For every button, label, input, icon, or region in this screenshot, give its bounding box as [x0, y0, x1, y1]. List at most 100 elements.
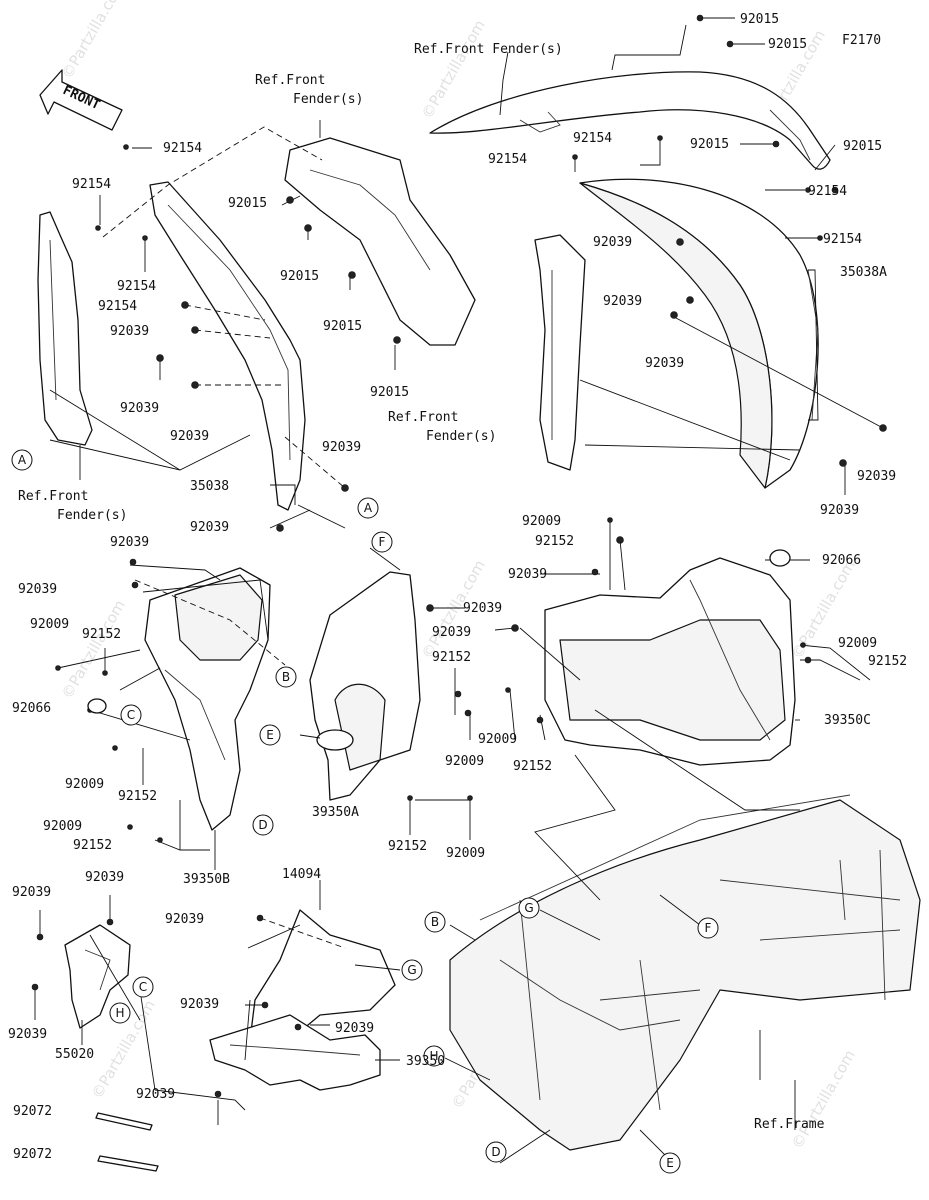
part-number: 92039	[18, 582, 57, 597]
part-number: 35038	[190, 479, 229, 494]
ref-front-fender-left-l2: Fender(s)	[57, 508, 127, 523]
svg-text:F: F	[705, 921, 712, 935]
ref-front-fender-left-l1: Ref.Front	[18, 489, 88, 504]
frame	[449, 794, 921, 1151]
callout-e-mid: E	[259, 724, 281, 746]
part-number: 92152	[535, 534, 574, 549]
ref-front-fender-mid-l1: Ref.Front	[255, 73, 325, 88]
callout-a-left: A	[11, 449, 33, 471]
part-number: 92072	[13, 1147, 52, 1162]
part-number: 92154	[808, 184, 847, 199]
part-number: 92009	[65, 777, 104, 792]
svg-text:H: H	[429, 1049, 438, 1063]
part-number: 92152	[73, 838, 112, 853]
cover-39350A	[309, 571, 421, 801]
part-number: 92009	[478, 732, 517, 747]
cable-ties-92072	[95, 1112, 159, 1172]
part-number: 92039	[110, 324, 149, 339]
cover-39350C	[544, 557, 796, 766]
part-number: 92154	[98, 299, 137, 314]
bracket-55020	[64, 924, 131, 1029]
svg-text:B: B	[431, 915, 439, 929]
ref-front-fender-right-l2: Fender(s)	[426, 429, 496, 444]
svg-text:H: H	[115, 1006, 124, 1020]
part-number: 92152	[868, 654, 907, 669]
part-number: 92072	[13, 1104, 52, 1119]
fender-top-cover	[429, 71, 831, 170]
svg-text:E: E	[666, 1156, 674, 1170]
inner-fender-arch	[579, 178, 819, 489]
part-number: 92039	[120, 401, 159, 416]
ref-frame: Ref.Frame	[754, 1117, 825, 1132]
figure-code: F2170	[842, 33, 881, 48]
part-number: 92015	[843, 139, 882, 154]
fender-side-piece	[284, 137, 476, 346]
svg-text:D: D	[491, 1145, 500, 1159]
callout-f-mid: F	[371, 531, 393, 553]
part-number: 39350	[406, 1054, 445, 1069]
left-side-panel	[37, 211, 93, 446]
part-number: 92015	[690, 137, 729, 152]
part-number: 92154	[823, 232, 862, 247]
callout-e-frame: E	[659, 1152, 681, 1174]
part-number: 39350C	[824, 713, 871, 728]
part-number: 92154	[72, 177, 111, 192]
part-number-labels: 92015 92015 92015 92015 92154 92154 9215…	[8, 12, 907, 1162]
part-number: 92009	[43, 819, 82, 834]
callout-g-frame: G	[518, 897, 540, 919]
part-number: 92039	[136, 1087, 175, 1102]
part-number: 92009	[445, 754, 484, 769]
callout-g-low: G	[401, 959, 423, 981]
front-arrow: FRONT	[39, 69, 123, 131]
part-number: 92039	[8, 1027, 47, 1042]
part-number: 92039	[645, 356, 684, 371]
part-number: 92152	[432, 650, 471, 665]
part-number: 35038A	[840, 265, 887, 280]
watermark: ©Partzilla.com	[418, 17, 489, 122]
part-number: 92039	[603, 294, 642, 309]
callout-c-low: C	[132, 976, 154, 998]
part-number: 92039	[110, 535, 149, 550]
part-number: 92154	[163, 141, 202, 156]
watermark: ©Partzilla.com	[58, 0, 129, 82]
svg-text:F: F	[379, 535, 386, 549]
svg-text:D: D	[258, 818, 267, 832]
part-number: 92152	[118, 789, 157, 804]
callout-b-frame: B	[424, 911, 446, 933]
callout-c-mid: C	[120, 704, 142, 726]
ref-front-fender-top: Ref.Front Fender(s)	[414, 42, 563, 57]
callout-f-frame: F	[697, 917, 719, 939]
callout-d-mid: D	[252, 814, 274, 836]
part-number: 92009	[446, 846, 485, 861]
callout-markers: A A F B C E D C H G B G F H D E	[11, 449, 719, 1174]
part-number: 92015	[228, 196, 267, 211]
part-number: 92009	[522, 514, 561, 529]
part-number: 92039	[322, 440, 361, 455]
svg-text:C: C	[127, 708, 135, 722]
part-number: 92039	[593, 235, 632, 250]
part-number: 92066	[12, 701, 51, 716]
part-number: 92039	[170, 429, 209, 444]
callout-h-frame: H	[423, 1045, 445, 1067]
callout-b-mid: B	[275, 666, 297, 688]
part-number: 92154	[573, 131, 612, 146]
part-number: 92039	[857, 469, 896, 484]
part-number: 92152	[82, 627, 121, 642]
svg-text:A: A	[364, 501, 373, 515]
part-number: 92009	[838, 636, 877, 651]
part-number: 92015	[768, 37, 807, 52]
part-number: 92152	[513, 759, 552, 774]
fastener-markers	[31, 14, 887, 1098]
part-number: 92015	[370, 385, 409, 400]
svg-text:A: A	[18, 453, 27, 467]
watermark: ©Partzilla.com	[788, 1047, 859, 1152]
part-number: 92154	[117, 279, 156, 294]
part-number: 92039	[432, 625, 471, 640]
svg-text:C: C	[139, 980, 147, 994]
cover-39350B	[144, 567, 271, 831]
part-number: 92039	[463, 601, 502, 616]
svg-text:B: B	[282, 670, 290, 684]
right-side-panel	[534, 234, 586, 471]
svg-text:G: G	[524, 901, 533, 915]
